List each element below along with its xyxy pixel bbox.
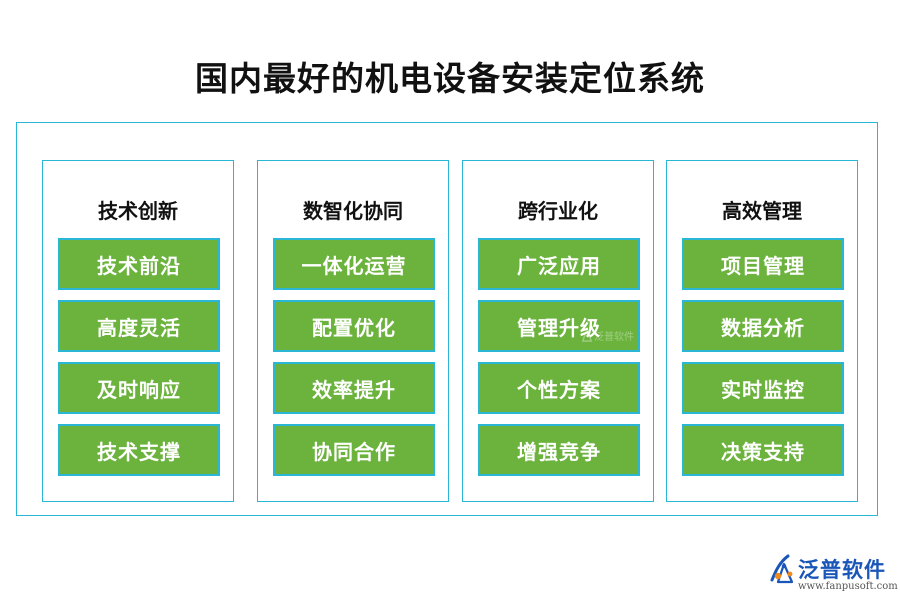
feature-box: 实时监控 xyxy=(682,362,844,414)
feature-box: 技术前沿 xyxy=(58,238,220,290)
column-efficient-management: 高效管理 项目管理 数据分析 实时监控 决策支持 xyxy=(666,160,858,502)
feature-box: 决策支持 xyxy=(682,424,844,476)
feature-box: 一体化运营 xyxy=(273,238,435,290)
feature-box: 管理升级 xyxy=(478,300,640,352)
column-heading: 跨行业化 xyxy=(518,199,598,223)
fanpu-logo-icon xyxy=(770,554,794,584)
feature-box: 协同合作 xyxy=(273,424,435,476)
column-digital-collaboration: 数智化协同 一体化运营 配置优化 效率提升 协同合作 xyxy=(257,160,449,502)
brand-logo: 泛普软件 www.fanpusoft.com xyxy=(768,552,898,596)
column-cross-industry: 跨行业化 广泛应用 管理升级 个性方案 增强竞争 xyxy=(462,160,654,502)
feature-box: 技术支撑 xyxy=(58,424,220,476)
column-heading: 数智化协同 xyxy=(303,199,403,223)
brand-name: 泛普软件 xyxy=(798,558,886,582)
feature-box: 及时响应 xyxy=(58,362,220,414)
feature-box: 增强竞争 xyxy=(478,424,640,476)
feature-box: 项目管理 xyxy=(682,238,844,290)
column-tech-innovation: 技术创新 技术前沿 高度灵活 及时响应 技术支撑 xyxy=(42,160,234,502)
feature-box: 个性方案 xyxy=(478,362,640,414)
watermark-logo-icon xyxy=(581,327,593,342)
outer-frame xyxy=(16,122,878,516)
page-title: 国内最好的机电设备安装定位系统 xyxy=(195,59,705,98)
feature-box: 高度灵活 xyxy=(58,300,220,352)
feature-box: 效率提升 xyxy=(273,362,435,414)
watermark: 泛普软件 xyxy=(578,322,642,350)
watermark-text: 泛普软件 xyxy=(594,332,634,343)
brand-url: www.fanpusoft.com xyxy=(798,581,898,592)
feature-box: 广泛应用 xyxy=(478,238,640,290)
column-heading: 高效管理 xyxy=(722,199,802,223)
feature-box: 配置优化 xyxy=(273,300,435,352)
column-heading: 技术创新 xyxy=(98,199,178,223)
feature-box: 数据分析 xyxy=(682,300,844,352)
